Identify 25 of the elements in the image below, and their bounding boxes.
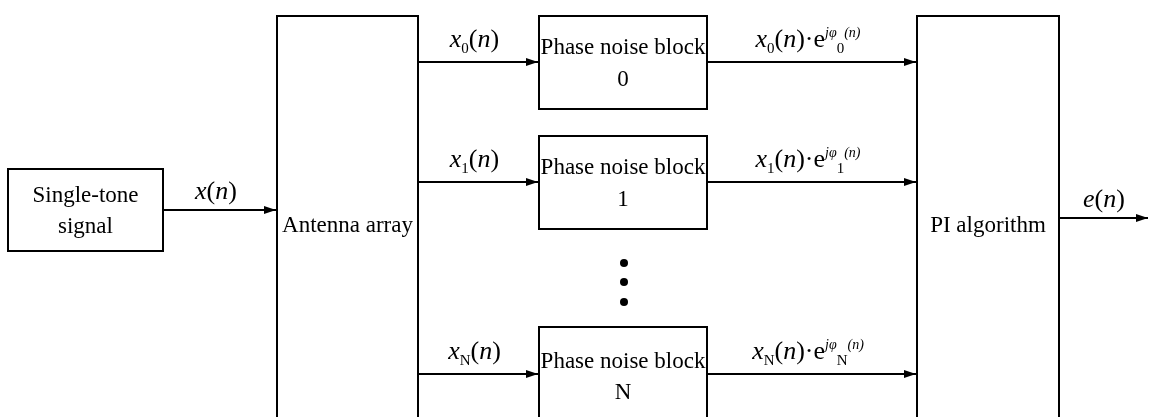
process-box (7, 168, 164, 252)
arrow (707, 58, 917, 66)
process-box (538, 15, 708, 110)
box-label: Phase noise block N (540, 346, 706, 406)
box-label: PI algorithm (930, 211, 1046, 240)
box-label: Phase noise block 0 (540, 33, 706, 93)
arrow (707, 370, 917, 378)
process-box (276, 15, 419, 417)
arrow (418, 58, 539, 66)
box-label: Phase noise block 1 (540, 153, 706, 213)
box-label: Antenna array (282, 211, 413, 240)
edge-label: x$_{0}$(n) (449, 26, 500, 57)
process-box (916, 15, 1060, 417)
edge-label: x(n) (195, 178, 237, 204)
arrow (1059, 214, 1149, 222)
box-label: Single-tone signal (31, 180, 140, 240)
edge-label: e(n) (1083, 186, 1125, 212)
process-box (538, 135, 708, 230)
arrow (418, 178, 539, 186)
arrow (418, 370, 539, 378)
edge-label: x$_{N}$(n) (448, 338, 501, 369)
arrow (163, 206, 277, 214)
process-box (538, 326, 708, 417)
arrow (707, 178, 917, 186)
edge-label: x$_{1}$(n) (449, 146, 500, 177)
